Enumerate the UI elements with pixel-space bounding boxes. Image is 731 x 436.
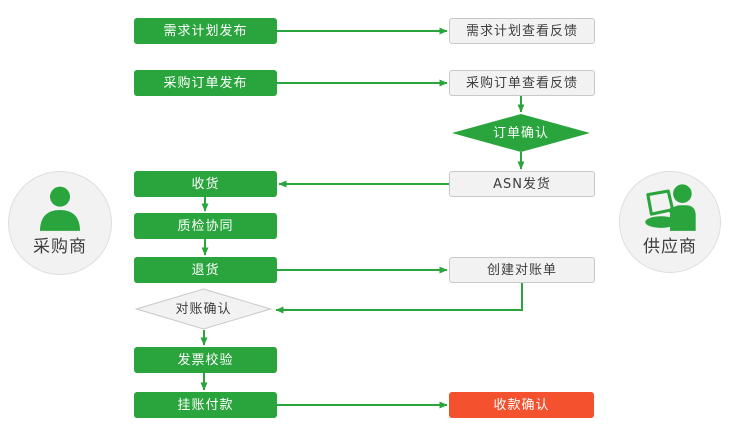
- node-label: 需求计划查看反馈: [465, 23, 578, 39]
- diamond-shape: [452, 114, 590, 152]
- node-label: 收货: [191, 176, 220, 192]
- node-return-goods: 退货: [134, 257, 277, 283]
- actor-buyer-label: 采购商: [33, 237, 87, 257]
- node-label: 采购订单查看反馈: [465, 75, 578, 91]
- node-po-publish: 采购订单发布: [134, 70, 277, 96]
- diamond-shape: [135, 288, 272, 330]
- person-laptop-icon: [639, 179, 701, 231]
- node-label: ASN发货: [493, 176, 551, 192]
- arrow-create-statement-to-statement-confirm: [275, 283, 523, 314]
- node-label: 退货: [191, 262, 220, 278]
- actor-supplier-label: 供应商: [643, 237, 697, 257]
- node-po-feedback: 采购订单查看反馈: [449, 70, 595, 96]
- node-label: 质检协同: [177, 218, 234, 234]
- node-quality: 质检协同: [134, 213, 277, 239]
- node-label: 收款确认: [493, 397, 550, 413]
- node-asn-ship: ASN发货: [449, 171, 595, 197]
- node-label: 需求计划发布: [163, 23, 248, 39]
- node-demand-plan-publish: 需求计划发布: [134, 18, 277, 44]
- node-label: 对账确认: [175, 301, 232, 317]
- node-order-confirm: 订单确认: [452, 114, 590, 152]
- actor-supplier: 供应商: [619, 171, 721, 273]
- person-icon: [35, 179, 85, 231]
- node-receipt-confirm: 收款确认: [449, 392, 594, 418]
- node-demand-plan-feedback: 需求计划查看反馈: [449, 18, 595, 44]
- actor-buyer: 采购商: [8, 171, 112, 275]
- node-label: 发票校验: [177, 352, 234, 368]
- node-statement-confirm: 对账确认: [135, 288, 272, 330]
- node-invoice-verify: 发票校验: [134, 347, 277, 373]
- node-label: 订单确认: [492, 125, 549, 141]
- node-create-statement: 创建对账单: [449, 257, 595, 283]
- node-label: 采购订单发布: [163, 75, 248, 91]
- node-receive: 收货: [134, 171, 277, 197]
- node-label: 创建对账单: [486, 262, 557, 278]
- node-label: 挂账付款: [177, 397, 234, 413]
- node-book-payment: 挂账付款: [134, 392, 277, 418]
